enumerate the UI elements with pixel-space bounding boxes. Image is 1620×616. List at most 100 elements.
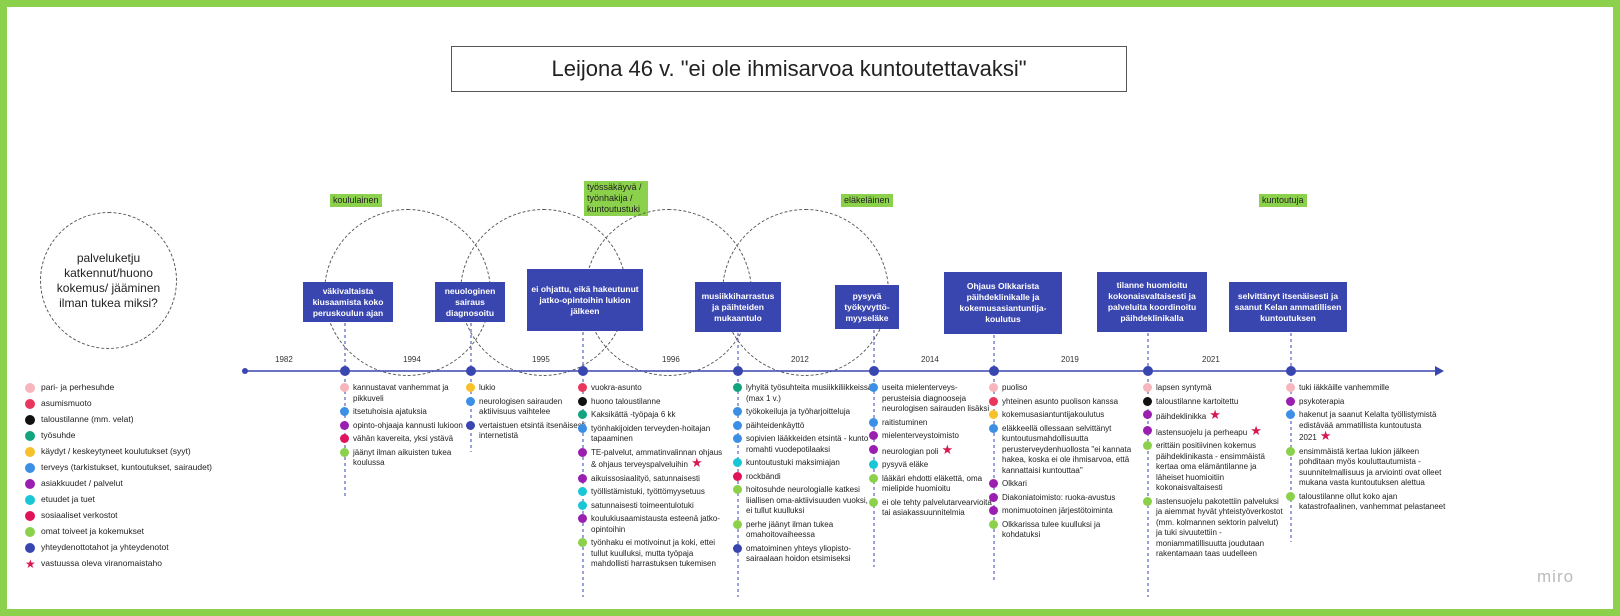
item-text: taloustilanne ollut koko ajan katastrofa… [1299,491,1446,512]
item-text: vähän kavereita, yksi ystävä [353,434,454,443]
legend-dot [25,462,35,473]
timeline-item: raitistuminen [869,417,993,429]
item-text: satunnaisesti toimeentulotuki [591,500,694,510]
timeline-item: rockbändi [733,471,875,483]
legend-dot [25,526,35,537]
timeline-item: neurologisen sairauden aktiivisuus vaiht… [466,396,586,418]
legend-dot [25,430,35,441]
timeline-item: perhe jäänyt ilman tukea omahoitovaihees… [733,519,875,541]
timeline-item: työkokeiluja ja työharjoitteluja [733,407,875,418]
timeline-arrow [1435,366,1444,376]
legend-label: asumismuoto [41,398,92,408]
category-dot [733,383,742,392]
item-text: hoitosuhde neurologialle katkesi liialli… [746,485,868,515]
category-dot [869,417,878,427]
timeline-start-dot [242,368,248,374]
legend-label: terveys (tarkistukset, kuntoutukset, sai… [41,462,213,472]
category-dot [340,434,349,443]
legend-item: omat toiveet ja kokemukset [25,525,144,537]
event-box: tilanne huomioitu kokonaisvaltaisesti ja… [1097,272,1207,332]
timeline-node [733,366,743,376]
category-dot [733,458,742,467]
timeline-item: opinto-ohjaaja kannusti lukioon [340,420,470,432]
question-text: palveluketju katkennut/huono kokemus/ jä… [56,250,161,310]
category-dot [1286,410,1295,419]
question-circle: palveluketju katkennut/huono kokemus/ jä… [40,212,177,349]
category-dot [340,447,349,457]
category-dot [733,434,742,443]
timeline-item: eläkkeellä ollessaan selvittänyt kuntout… [989,423,1139,477]
event-box: musiikkiharrastus ja päihteiden mukaantu… [695,282,781,332]
item-text: kannustavat vanhemmat ja pikkuveli [353,383,449,403]
timeline-column: lyhyitä työsuhteita musiikkiliikkeissä (… [733,383,875,568]
timeline-item: itsetuhoisia ajatuksia [340,407,470,418]
legend-item: asiakkuudet / palvelut [25,477,123,489]
legend-item: sosiaaliset verkostot [25,509,118,521]
legend-dot [25,446,35,457]
legend-dot [25,494,35,505]
category-dot [989,506,998,515]
legend-item: etuudet ja tuet [25,493,95,505]
category-dot [1143,441,1152,450]
item-text: puoliso [1002,383,1028,392]
category-dot [989,383,998,392]
category-dot [989,519,998,529]
legend-item: asumismuoto [25,397,92,409]
timeline-item: neurologian poli★ [869,443,993,458]
category-dot [578,423,587,433]
timeline-item: työnhaku ei motivoinut ja koki, ettei tu… [578,538,728,570]
timeline-item: satunnaisesti toimeentulotuki [578,500,728,512]
category-dot [869,431,878,440]
timeline-node [869,366,879,376]
timeline-item: TE-palvelut, ammatinvalinnan ohjaus & oh… [578,447,728,471]
category-dot [578,447,587,457]
item-text: useita mielenterveys-perusteisia diagnoo… [882,383,990,413]
miro-logo: miro [1537,567,1575,586]
year-label: 2012 [791,355,809,364]
item-text: eläkkeellä ollessaan selvittänyt kuntout… [1002,423,1132,475]
timeline-item: vuokra-asunto [578,383,728,394]
item-text: Olkkarissa tulee kuulluksi ja kohdatuksi [1002,519,1101,540]
timeline-item: hoitosuhde neurologialle katkesi liialli… [733,485,875,517]
item-text: koulukiusaamistausta esteenä jatko-opint… [591,514,720,534]
timeline-item: pysyvä eläke [869,460,993,471]
category-dot [578,500,587,510]
timeline-item: ei ole tehty palvelutarvearvioita tai as… [869,497,993,519]
year-label: 1996 [662,355,680,364]
legend-label: omat toiveet ja kokemukset [41,526,144,536]
category-dot [578,410,587,419]
item-text: Olkkari [1002,479,1027,488]
year-label: 2014 [921,355,939,364]
category-dot [340,407,349,416]
item-text: TE-palvelut, ammatinvalinnan ohjaus & oh… [591,447,723,470]
phase-tag: koululainen [330,194,382,207]
timeline-node [340,366,350,376]
timeline-item: Diakoniatoimisto: ruoka-avustus [989,492,1139,504]
item-text: lastensuojelu ja perheapu [1156,427,1248,437]
legend-label: käydyt / keskeytyneet koulutukset (syyt) [41,446,191,456]
category-dot [466,396,475,406]
item-text: kuntoutustuki maksimiajan [746,458,840,467]
timeline-node [466,366,476,376]
category-dot [989,423,998,433]
item-text: työnhakijoiden terveyden-hoitajan tapaam… [591,423,711,444]
category-dot [1286,491,1295,501]
legend-label: sosiaaliset verkostot [41,510,118,520]
year-label: 1994 [403,355,421,364]
timeline-item: kuntoutustuki maksimiajan [733,458,875,469]
event-box: selvittänyt itsenäisesti ja saanut Kelan… [1229,282,1347,332]
legend-label: vastuussa oleva viranomaistaho [41,558,162,568]
legend-label: työsuhde [41,430,76,440]
timeline-item: aikuissosiaalityö, satunnaisesti [578,473,728,485]
category-dot [578,514,587,523]
timeline-node [1286,366,1296,376]
timeline-item: kannustavat vanhemmat ja pikkuveli [340,383,470,404]
legend-dot [25,510,35,521]
category-dot [733,420,742,430]
item-text: vertaistuen etsintä itsenäisesti interne… [479,420,586,441]
timeline-item: Kaksikättä -työpaja 6 kk [578,410,728,421]
item-text: työkokeiluja ja työharjoitteluja [746,407,851,416]
item-text: mielenterveystoimisto [882,431,959,440]
